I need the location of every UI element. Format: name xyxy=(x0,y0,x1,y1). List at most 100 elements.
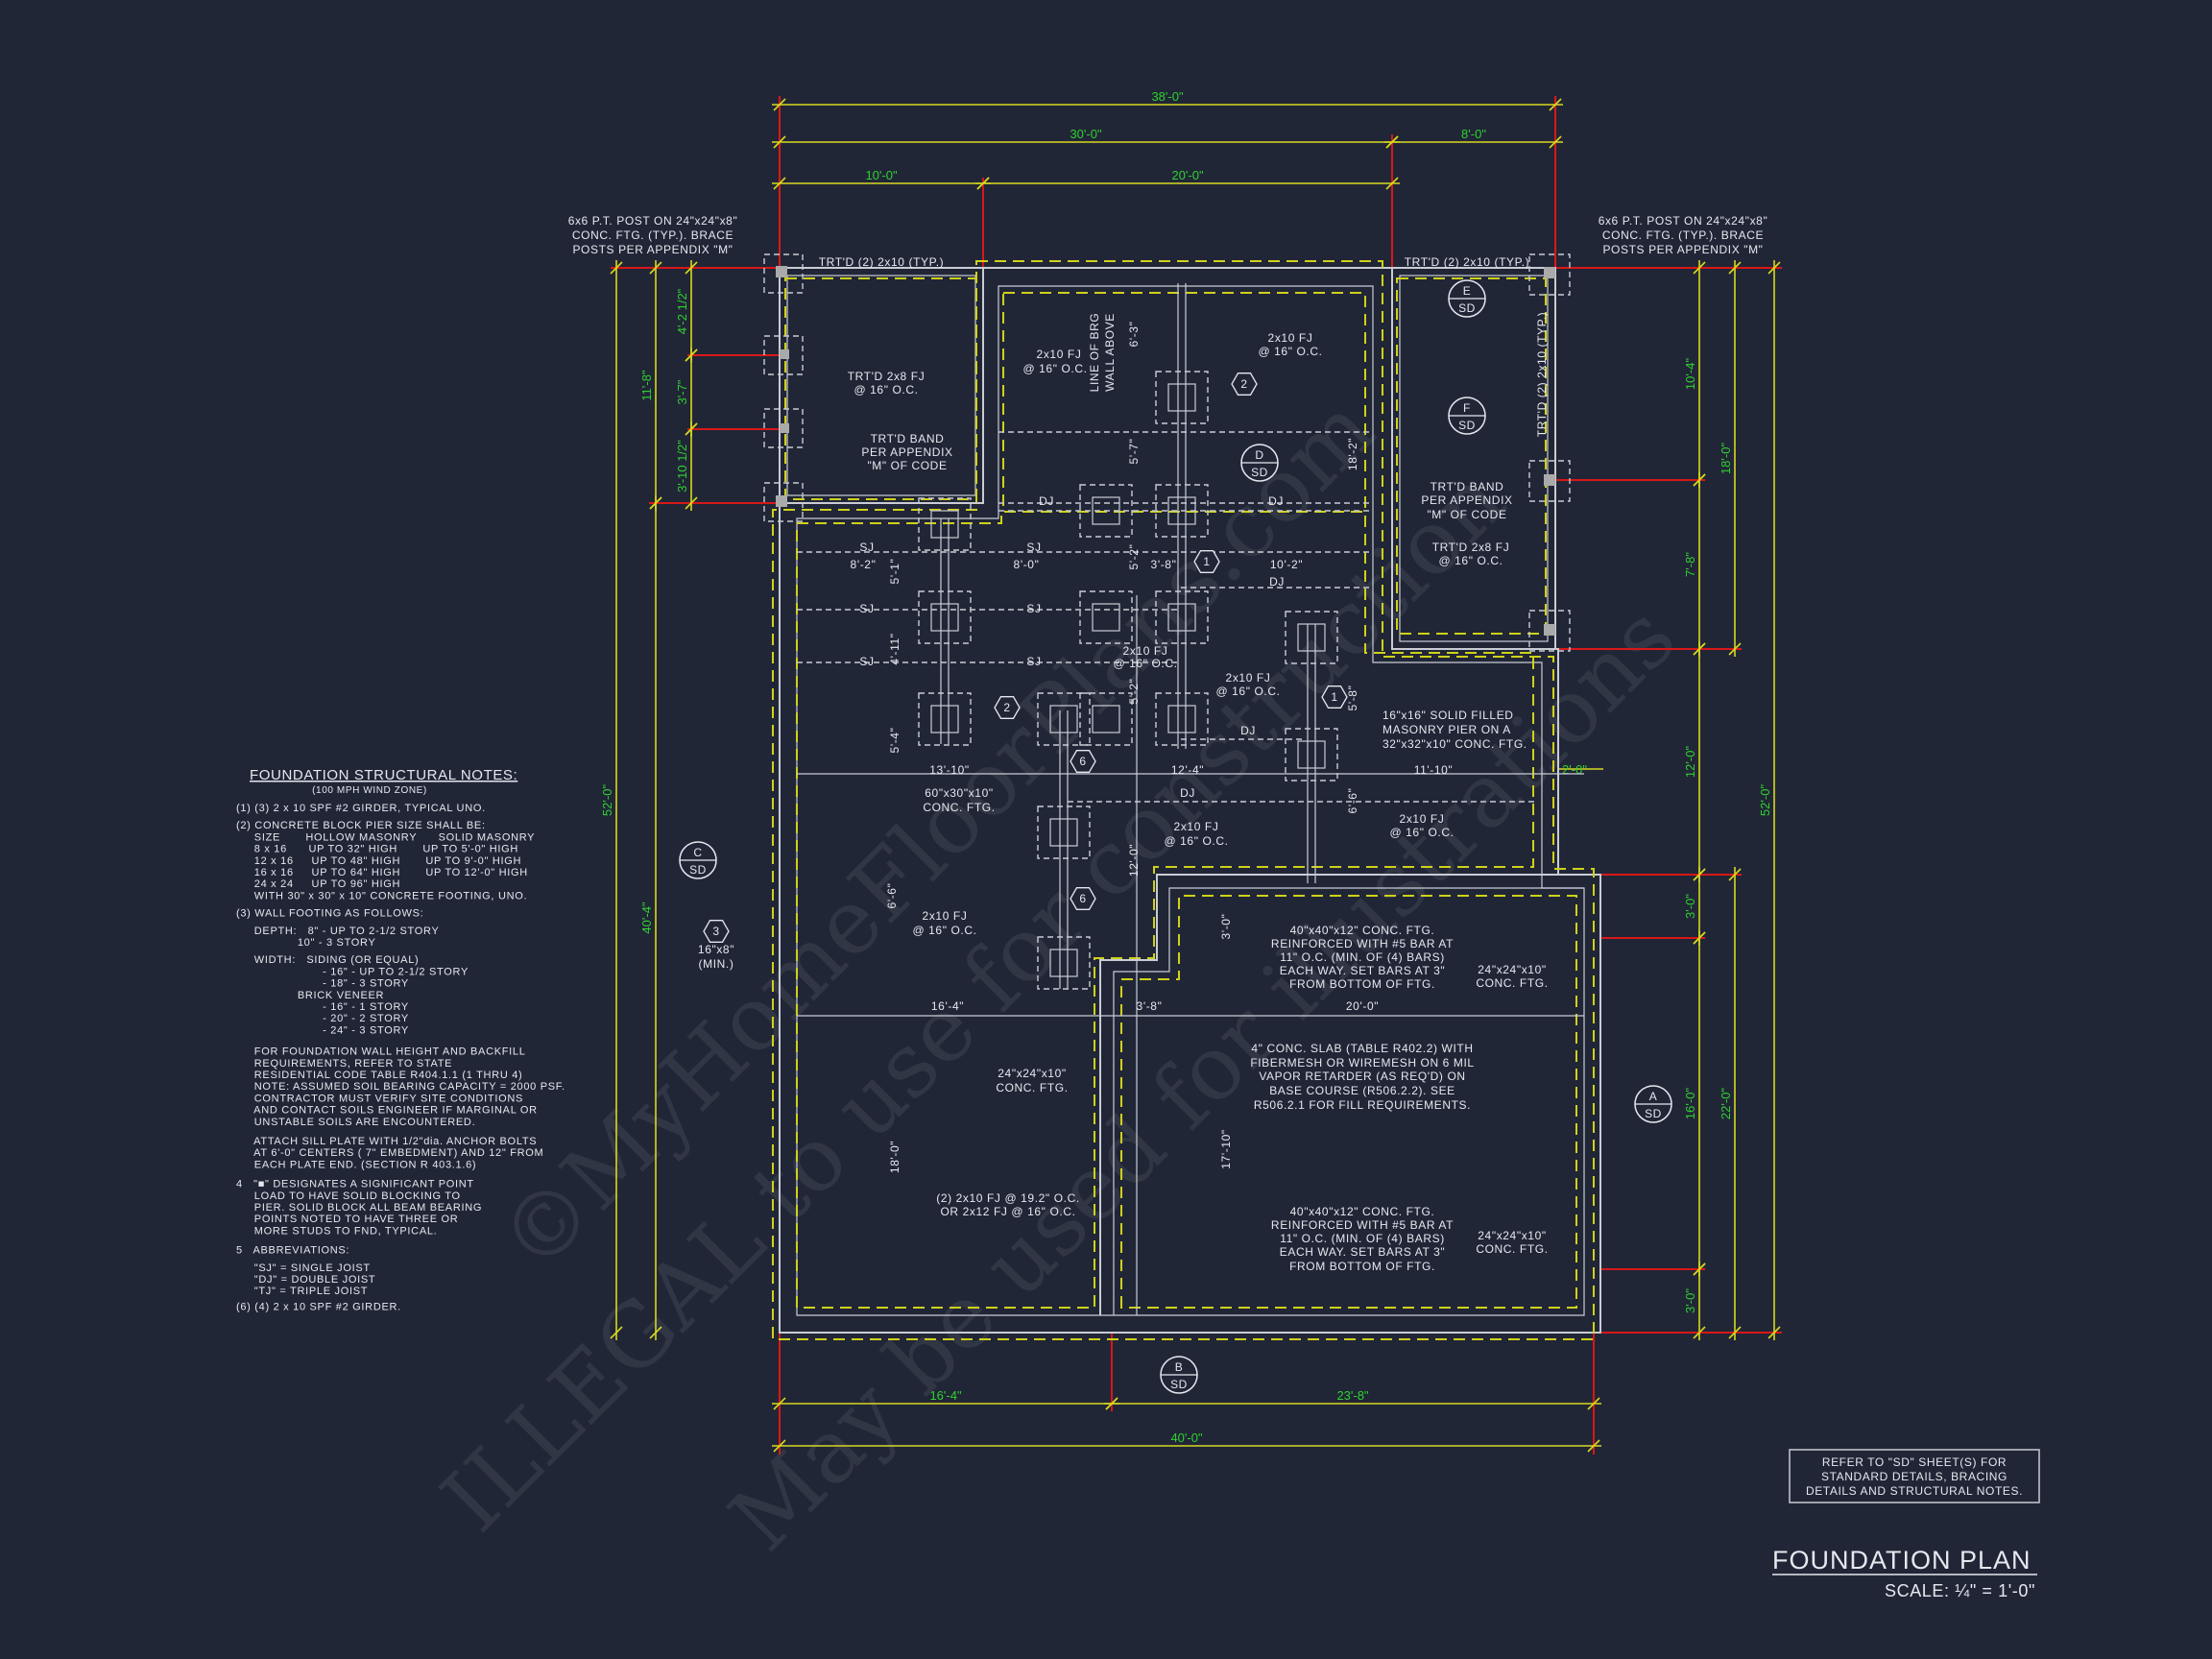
plan-labels: 6x6 P.T. POST ON 24"x24"x8" CONC. FTG. (… xyxy=(568,214,1767,1273)
interior-dimension: 5'-8" xyxy=(1346,685,1359,711)
note-line: RESIDENTIAL CODE TABLE R404.1.1 (1 THRU … xyxy=(236,1070,522,1081)
note-line: ATTACH SILL PLATE WITH 1/2"dia. ANCHOR B… xyxy=(236,1136,537,1147)
interior-dimension: 8'-0" xyxy=(1014,558,1040,571)
footing-note: 40"x40"x12" CONC. FTG. xyxy=(1290,924,1435,937)
girders-and-joists xyxy=(797,283,1584,1315)
note-line: "TJ" = TRIPLE JOIST xyxy=(236,1286,368,1297)
note-line: UNSTABLE SOILS ARE ENCOUNTERED. xyxy=(236,1117,475,1128)
dimension-label: 3'-0" xyxy=(1683,1288,1697,1313)
note-line: "SJ" = SINGLE JOIST xyxy=(236,1262,371,1274)
interior-dimension: 8'-2" xyxy=(851,558,877,571)
interior-dimension: 5'-4" xyxy=(888,728,902,754)
note-tag-number: 2 xyxy=(1003,701,1010,714)
footing-note: CONC. FTG. xyxy=(996,1081,1068,1094)
note-line: PIER. SOLID BLOCK ALL BEAM BEARING xyxy=(236,1202,482,1214)
note-tag-number: 1 xyxy=(1331,690,1337,704)
joist-label: 2x10 FJ xyxy=(1123,644,1168,658)
note-line: REQUIREMENTS, REFER TO STATE xyxy=(236,1058,452,1070)
dimension-label: 30'-0" xyxy=(1070,127,1102,141)
note-line: AND CONTACT SOILS ENGINEER IF MARGINAL O… xyxy=(236,1105,538,1117)
joist-spacing: @ 16" O.C. xyxy=(1438,554,1503,567)
section-marker[interactable]: ASD xyxy=(1634,1085,1672,1123)
note-line: FOR FOUNDATION WALL HEIGHT AND BACKFILL xyxy=(236,1046,526,1058)
band-note: PER APPENDIX xyxy=(861,445,952,459)
interior-dimension: 18'-2" xyxy=(1346,438,1359,470)
dimension-label: 4'-2 1/2" xyxy=(675,288,689,334)
section-letter: F xyxy=(1463,401,1471,415)
section-marker[interactable]: BSD xyxy=(1160,1356,1198,1394)
section-marker[interactable]: F SD xyxy=(1448,397,1486,435)
joist-spacing: @ 16" O.C. xyxy=(1389,826,1454,839)
note-line: 16 x 16 UP TO 64" HIGH UP TO 12'-0" HIGH xyxy=(236,867,528,878)
dimension-label: 40'-0" xyxy=(1170,1431,1203,1445)
dimension-label: 38'-0" xyxy=(1151,89,1184,104)
sj-label: SJ xyxy=(859,655,874,668)
interior-dimensions: 6'-3"5'-7"18'-2"8'-2"8'-0"5'-1"4'-11"5'-… xyxy=(851,322,1453,1174)
note-line: POINTS NOTED TO HAVE THREE OR xyxy=(236,1214,458,1225)
footing-note: 11" O.C. (MIN. OF (4) BARS) xyxy=(1280,950,1445,964)
joist-label: 2x10 FJ xyxy=(1400,812,1445,826)
sj-label: SJ xyxy=(1026,541,1041,554)
section-sheet: SD xyxy=(1170,1378,1188,1391)
dimension-label: 22'-0" xyxy=(1719,1088,1733,1120)
pier-note: 32"x32"x10" CONC. FTG. xyxy=(1382,737,1527,751)
section-sheet: SD xyxy=(1458,419,1476,432)
post-note: POSTS PER APPENDIX "M" xyxy=(1602,243,1763,256)
band-note: "M" OF CODE xyxy=(1427,508,1506,521)
note-line: 12 x 16 UP TO 48" HIGH UP TO 9'-0" HIGH xyxy=(236,855,521,867)
refer-note: STANDARD DETAILS, BRACING xyxy=(1821,1470,2008,1483)
section-marker[interactable]: CSD xyxy=(679,841,717,879)
section-sheet: SD xyxy=(1251,466,1268,479)
note-line: 8 x 16 UP TO 32" HIGH UP TO 5'-0" HIGH xyxy=(236,844,518,855)
dimension-label: 3'-7" xyxy=(675,379,689,404)
section-marker[interactable]: DSD xyxy=(1240,444,1279,482)
joist-spacing: @ 16" O.C. xyxy=(1258,345,1322,358)
band-label: TRT'D (2) 2x10 (TYP.) xyxy=(1405,255,1529,269)
pier-footing xyxy=(1285,611,1338,664)
band-label: TRT'D (2) 2x10 (TYP.) xyxy=(1535,312,1549,437)
dimension-lines: 38'-0"30'-0"8'-0"10'-0"20'-0"16'-4"23'-8… xyxy=(600,89,1781,1453)
post-note: CONC. FTG. (TYP.). BRACE xyxy=(572,228,733,242)
dimension-label: 23'-8" xyxy=(1336,1388,1369,1403)
slab-note: BASE COURSE (R506.2.2). SEE xyxy=(1269,1084,1455,1097)
footing-note: REINFORCED WITH #5 BAR AT xyxy=(1271,1218,1454,1232)
dj-label: DJ xyxy=(1269,575,1285,589)
interior-dimension: 12'-0" xyxy=(1127,844,1141,877)
sj-label: SJ xyxy=(859,541,874,554)
note-line: BRICK VENEER xyxy=(236,990,384,1001)
pier-footing xyxy=(1079,590,1133,644)
note-line: EACH PLATE END. (SECTION R 403.1.6) xyxy=(236,1159,476,1170)
section-letter: E xyxy=(1463,284,1472,298)
joist-spacing: @ 16" O.C. xyxy=(912,924,976,937)
pier-footing xyxy=(1285,728,1338,781)
structural-notes: FOUNDATION STRUCTURAL NOTES: (100 MPH WI… xyxy=(236,767,565,1312)
note-tag-number: 1 xyxy=(1203,555,1210,568)
note-tag-hexagon: 2 xyxy=(1231,373,1258,396)
dimension-label: 2'-0" xyxy=(1562,762,1587,777)
piers xyxy=(918,371,1338,990)
joist-spacing: @ 16" O.C. xyxy=(854,383,918,397)
dimension-label: 52'-0" xyxy=(1758,784,1772,817)
pier-footing xyxy=(1037,805,1091,859)
dimension-label: 10'-4" xyxy=(1683,358,1697,391)
band-label: TRT'D (2) 2x10 (TYP.) xyxy=(819,255,944,269)
dj-label: DJ xyxy=(1240,724,1256,737)
joist-label: TRT'D 2x8 FJ xyxy=(1432,541,1510,554)
note-line: (1) (3) 2 x 10 SPF #2 GIRDER, TYPICAL UN… xyxy=(236,803,486,814)
note-line: NOTE: ASSUMED SOIL BEARING CAPACITY = 20… xyxy=(236,1081,565,1093)
band-note: TRT'D BAND xyxy=(871,432,945,445)
joist-spacing: @ 16" O.C. xyxy=(1215,685,1280,698)
dimension-label: 40'-4" xyxy=(639,902,654,934)
interior-dimension: 6'-6" xyxy=(1346,788,1359,814)
footing-note: 40"x40"x12" CONC. FTG. xyxy=(1290,1205,1435,1218)
joist-note: OR 2x12 FJ @ 16" O.C. xyxy=(940,1205,1075,1218)
dimension-label: 16'-0" xyxy=(1683,1088,1697,1120)
vent-note: (MIN.) xyxy=(699,957,734,971)
interior-dimension: 5'-7" xyxy=(1127,439,1141,465)
interior-dimension: 20'-0" xyxy=(1346,999,1379,1013)
section-marker[interactable]: ESD xyxy=(1448,279,1486,318)
notes-subtitle: (100 MPH WIND ZONE) xyxy=(312,785,427,796)
note-line: 10" - 3 STORY xyxy=(236,937,376,949)
